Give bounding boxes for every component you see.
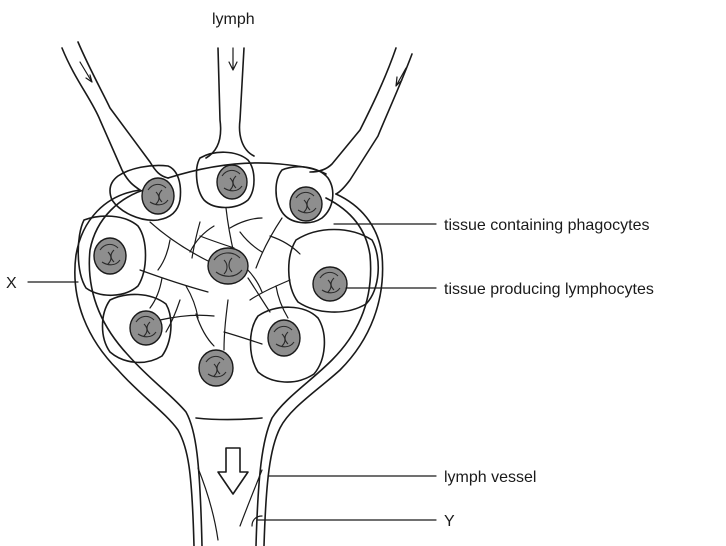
nodule-top-middle — [217, 165, 247, 199]
afferent-vessel-middle — [206, 48, 254, 158]
label-lymph-vessel: lymph vessel — [444, 469, 536, 486]
label-phagocytes: tissue containing phagocytes — [444, 217, 649, 234]
label-lymph: lymph — [212, 11, 255, 28]
afferent-vessel-right — [310, 48, 412, 194]
nodule-lower-left — [130, 311, 162, 345]
nodule-lower-right — [268, 320, 300, 356]
nodule-left — [94, 238, 126, 274]
label-y: Y — [444, 513, 455, 530]
label-x: X — [6, 275, 17, 292]
efferent-vessel — [198, 468, 262, 540]
flow-arrow-icon — [218, 448, 248, 494]
nodule-center — [208, 248, 248, 284]
afferent-vessel-left — [62, 42, 168, 190]
nodule-top-right — [290, 187, 322, 221]
label-lymphocytes: tissue producing lymphocytes — [444, 281, 654, 298]
nodule-right — [313, 267, 347, 301]
nodule-top-left — [142, 178, 174, 214]
nodule-bottom — [199, 350, 233, 386]
